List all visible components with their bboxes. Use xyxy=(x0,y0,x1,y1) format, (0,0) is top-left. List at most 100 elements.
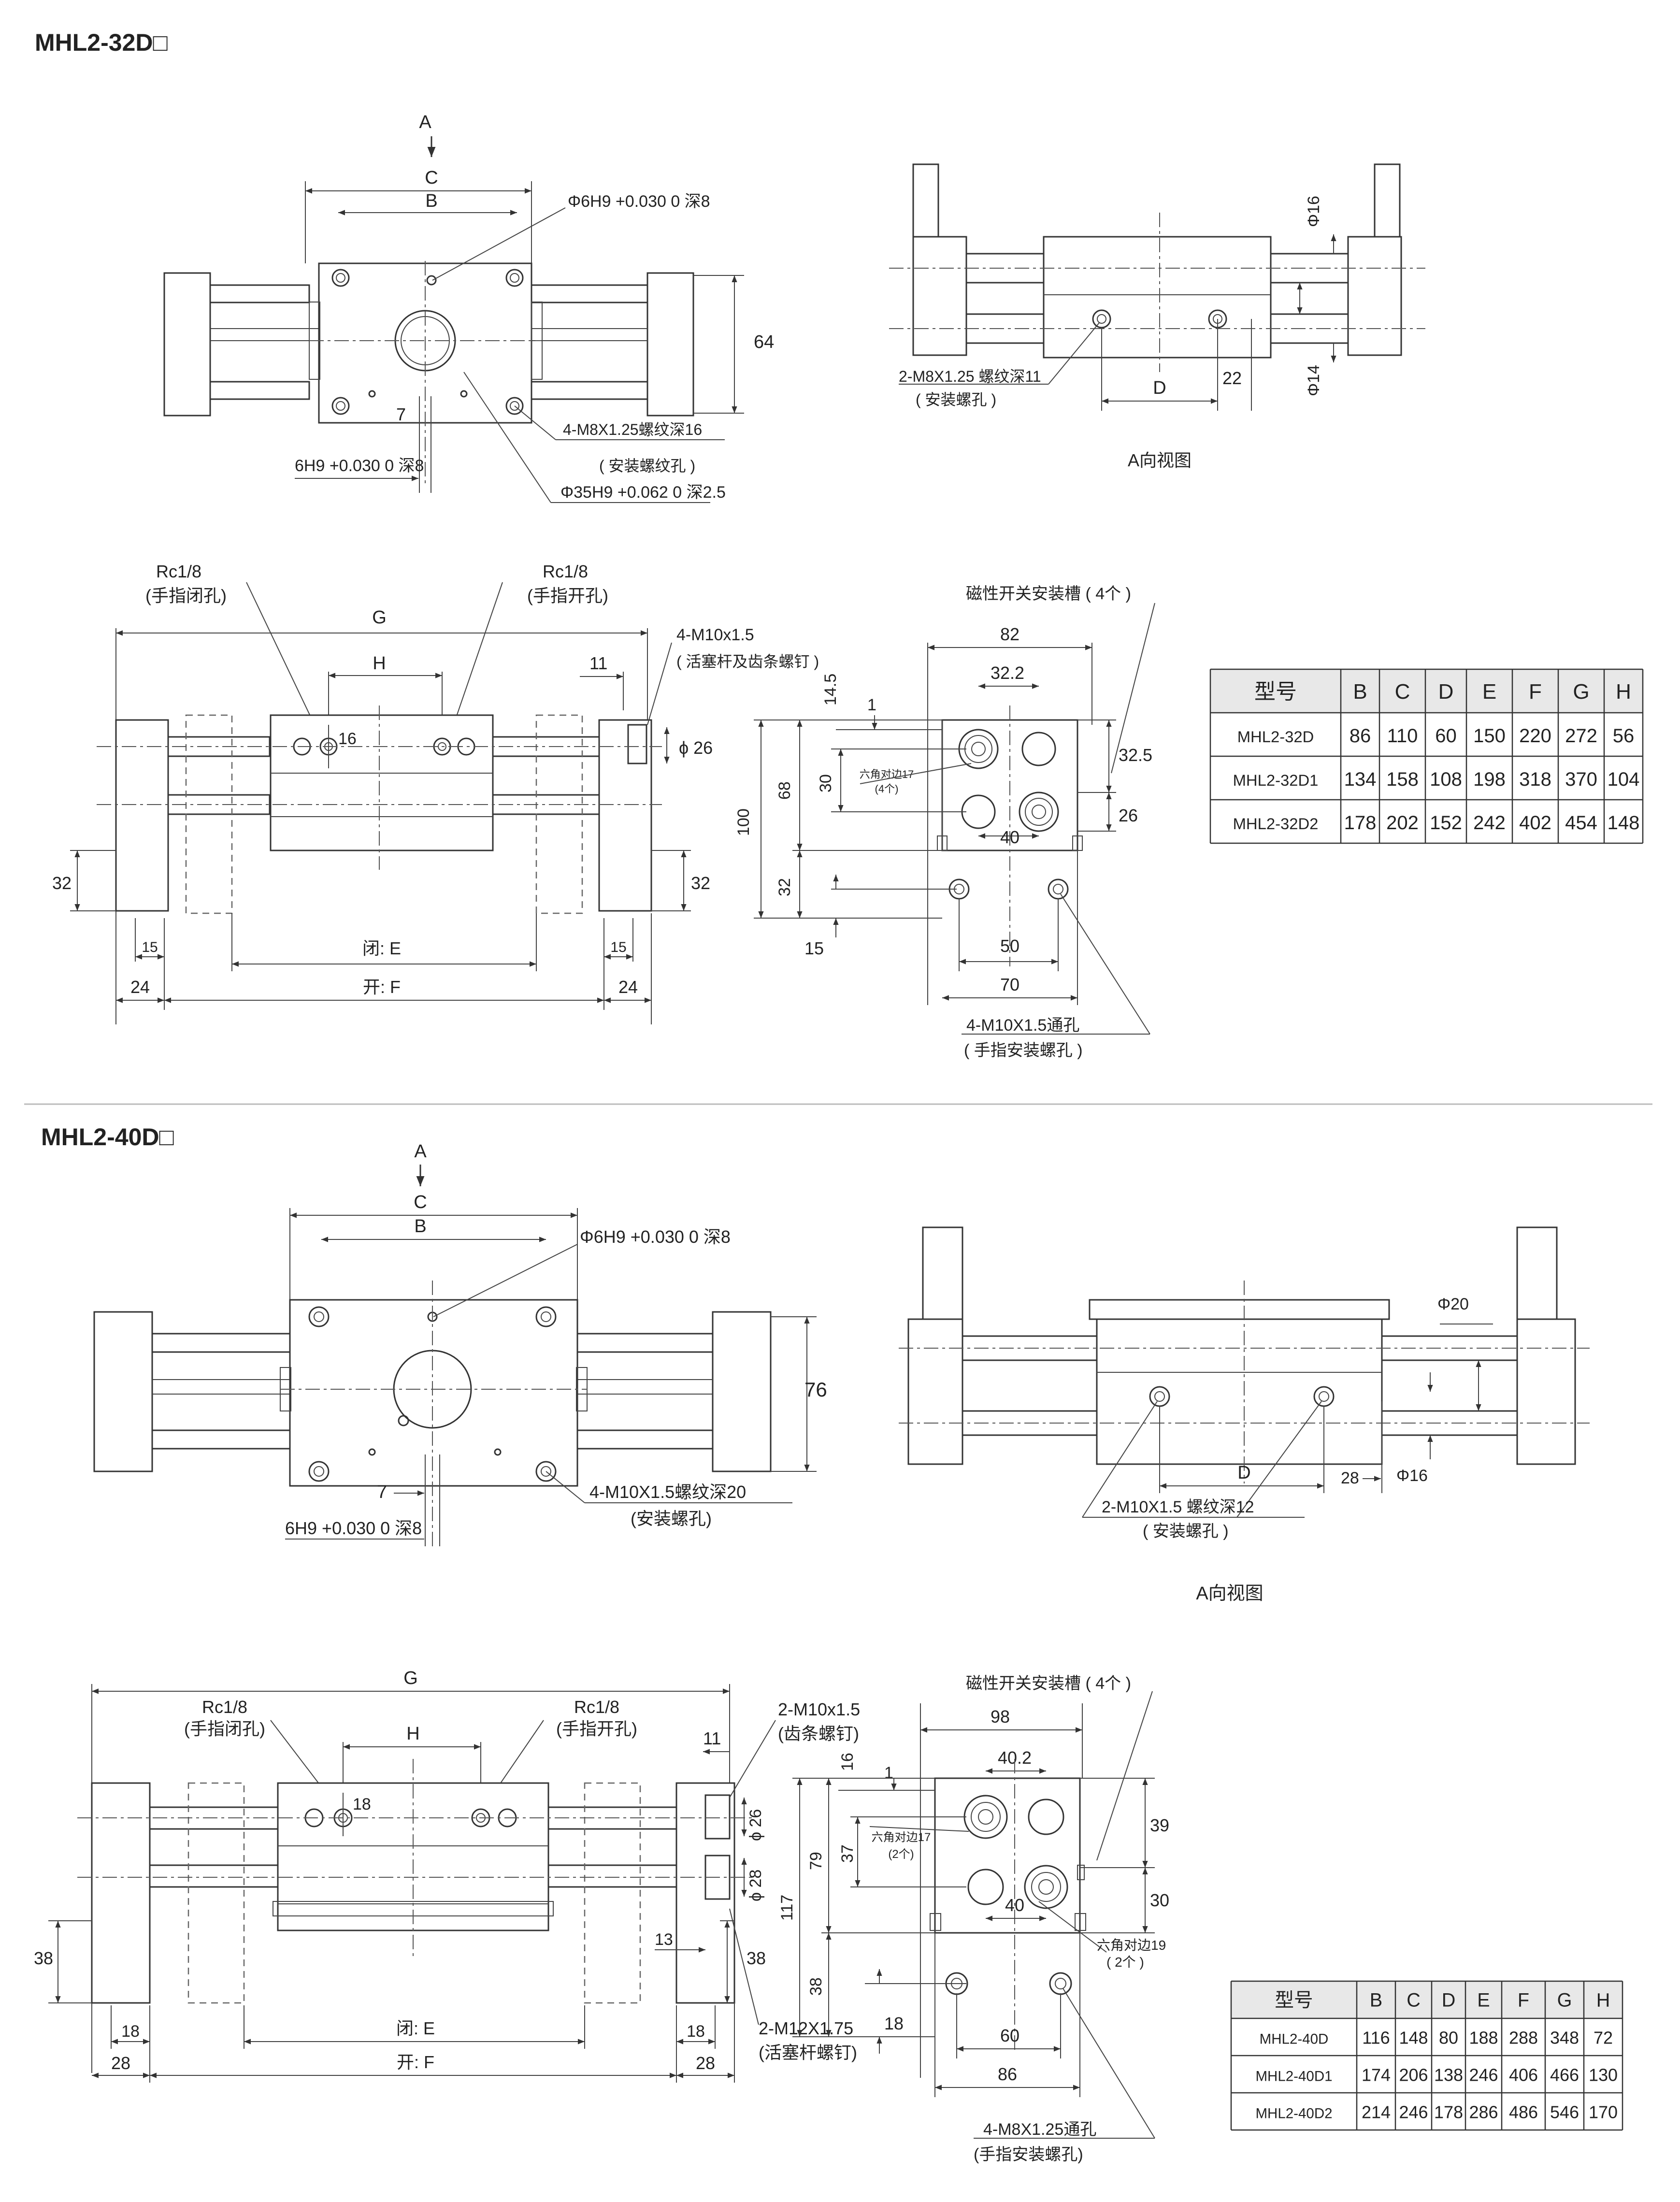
s2-dim-98: 98 xyxy=(991,1707,1010,1727)
s2-rod-screw: 2-M12X1.75 xyxy=(759,2018,853,2038)
s1-dim-68: 68 xyxy=(775,781,794,800)
s1-mount-thread: 4-M8X1.25螺纹深16 xyxy=(563,421,702,438)
s2-mount-note: (安装螺孔) xyxy=(631,1509,712,1528)
section1-table-cell: MHL2-32D1 xyxy=(1233,771,1319,789)
section2-table-cell: 174 xyxy=(1362,2065,1391,2085)
s1-rack-screw: 4-M10x1.5 xyxy=(676,626,754,644)
s2-hex-note2: 六角对边19 xyxy=(1097,1938,1166,1953)
s1-dim-11: 11 xyxy=(589,653,607,673)
s1-dim-7: 7 xyxy=(396,404,406,424)
section1-table-cell: MHL2-32D2 xyxy=(1233,815,1319,833)
s2-closed-E: 闭: E xyxy=(396,2018,435,2038)
s2-rod-note: (活塞杆螺钉) xyxy=(759,2043,857,2062)
section1-table-cell: 198 xyxy=(1473,769,1506,790)
s1-rc-open-note: (手指开孔) xyxy=(527,586,608,605)
section2-table-header-5: F xyxy=(1518,1989,1529,2011)
s1-dim-32-left: 32 xyxy=(52,873,72,893)
s2-thru: 4-M8X1.25通孔 xyxy=(983,2120,1096,2139)
s1-dim-24-left: 24 xyxy=(130,977,150,997)
s1-slot-title: 磁性开关安装槽 ( 4个 ) xyxy=(966,585,1131,603)
section2-table-header-3: D xyxy=(1442,1989,1456,2011)
section1-table-cell: 148 xyxy=(1608,812,1640,834)
section1-table-header-7: H xyxy=(1616,680,1631,704)
section2-table-cell: 406 xyxy=(1509,2065,1538,2085)
section1-table-header-4: E xyxy=(1482,680,1496,704)
section2-table-header-0: 型号 xyxy=(1275,1989,1313,2011)
s2-a-view: Φ20 Φ16 28 D 2-M10X1.5 螺纹深12 ( 安装螺孔 ) A向… xyxy=(899,1226,1590,1604)
section1-table-cell: 370 xyxy=(1565,769,1597,790)
section2-table-cell: 148 xyxy=(1399,2028,1428,2047)
s2-hex-count2: ( 2个 ) xyxy=(1106,1955,1144,1970)
s2-mount-thread: 4-M10X1.5螺纹深20 xyxy=(589,1482,746,1502)
section2-table-cell: 486 xyxy=(1509,2102,1538,2122)
s2-label-A: A xyxy=(414,1141,427,1162)
section1-table-header-5: F xyxy=(1529,680,1542,704)
s1-dim-1: 1 xyxy=(867,696,876,714)
s2-front-view: G Rc1/8 (手指闭孔) Rc1/8 (手指开孔) H 18 11 2-M1… xyxy=(34,1668,860,2083)
section2-table-header-6: G xyxy=(1557,1989,1572,2011)
section2-table-cell: 188 xyxy=(1469,2028,1498,2047)
s2-label-C: C xyxy=(414,1192,427,1212)
s2-dim-7: 7 xyxy=(377,1482,387,1502)
s1-rc-open: Rc1/8 xyxy=(543,561,588,581)
s1-dim-16: 16 xyxy=(338,730,357,748)
s2-dim-18: 18 xyxy=(353,1795,371,1813)
section1-table-header-1: B xyxy=(1353,680,1367,704)
s1-hex-note: 六角对边17 xyxy=(860,768,914,780)
section2-table-header-bg xyxy=(1231,1981,1623,2018)
section1-table-cell: 56 xyxy=(1613,725,1635,747)
s1-label-H: H xyxy=(373,653,386,674)
s2-label-B: B xyxy=(414,1216,426,1237)
s2-dim-11: 11 xyxy=(703,1728,721,1748)
section1-table-cell: 318 xyxy=(1519,769,1551,790)
section2-table-cell: 138 xyxy=(1434,2065,1463,2085)
s1-bore: Φ35H9 +0.062 0 深2.5 xyxy=(560,483,726,502)
section2-table-cell: 170 xyxy=(1589,2102,1618,2122)
s1-dim-70: 70 xyxy=(1000,975,1019,994)
s2-rc-open-note: (手指开孔) xyxy=(556,1719,637,1739)
s2-a-dim-28: 28 xyxy=(1341,1469,1359,1487)
s1-dim-100: 100 xyxy=(734,808,753,836)
s2-dim-86: 86 xyxy=(998,2064,1017,2084)
s2-dim-117: 117 xyxy=(778,1895,796,1921)
s2-dim-39: 39 xyxy=(1150,1815,1169,1835)
s1-a-label-D: D xyxy=(1153,378,1166,398)
s1-thru: 4-M10X1.5通孔 xyxy=(966,1016,1079,1035)
section2-table-cell: 246 xyxy=(1399,2102,1428,2122)
s1-a-phi16: Φ16 xyxy=(1305,196,1323,227)
s2-a-label-D: D xyxy=(1237,1463,1250,1483)
section1-table-cell: 202 xyxy=(1386,812,1419,834)
section2-table-cell: 546 xyxy=(1550,2102,1579,2122)
s2-a-phi16: Φ16 xyxy=(1396,1467,1428,1485)
s2-rack-note: (齿条螺钉) xyxy=(778,1724,859,1743)
section2-table-cell: 80 xyxy=(1439,2028,1458,2047)
s1-closed-E: 闭: E xyxy=(362,938,401,958)
s1-a-mount-note: ( 安装螺孔 ) xyxy=(916,391,996,408)
s1-dim-32: 32 xyxy=(775,878,794,896)
section2-table-cell: MHL2-40D1 xyxy=(1255,2068,1332,2084)
section2-table-cell: 246 xyxy=(1469,2065,1498,2085)
s2-dim-18-right: 18 xyxy=(687,2022,705,2041)
section1-table-cell: 178 xyxy=(1344,812,1377,834)
s2-top-view: A C B 76 Φ6H9 +0.030 0 深8 7 6H9 +0.030 0… xyxy=(93,1141,827,1546)
s1-rack-note: ( 活塞杆及齿条螺钉 ) xyxy=(676,653,819,670)
s1-dim-32-right: 32 xyxy=(691,873,710,893)
s2-dim-28-right: 28 xyxy=(696,2053,715,2073)
s1-label-C: C xyxy=(425,168,438,188)
s1-dim-30: 30 xyxy=(817,774,835,792)
section1-table-cell: 242 xyxy=(1473,812,1506,834)
s1-front-view: Rc1/8 (手指闭孔) Rc1/8 (手指开孔) G H 16 11 4-M1… xyxy=(52,561,819,1024)
section2-table-header-1: B xyxy=(1370,1989,1382,2011)
s2-side-view: 磁性开关安装槽 ( 4个 ) 98 40.2 16 1 39 30 117 79… xyxy=(778,1674,1169,2164)
s1-a-dim-22: 22 xyxy=(1222,368,1242,388)
s2-dim-38-right: 38 xyxy=(747,1948,766,1968)
s1-side-view: 磁性开关安装槽 ( 4个 ) 82 32.2 14.5 1 32.5 26 30… xyxy=(734,585,1155,1060)
s2-dim-76: 76 xyxy=(804,1378,827,1401)
section1-table-cell: 150 xyxy=(1473,725,1506,747)
s1-label-B: B xyxy=(425,191,437,211)
section1-table-cell: 402 xyxy=(1519,812,1551,834)
s2-dim-1: 1 xyxy=(884,1764,893,1782)
section2-table-cell: 72 xyxy=(1594,2028,1613,2047)
s2-dim-18-left: 18 xyxy=(121,2022,140,2041)
section1-table-cell: 86 xyxy=(1350,725,1371,747)
